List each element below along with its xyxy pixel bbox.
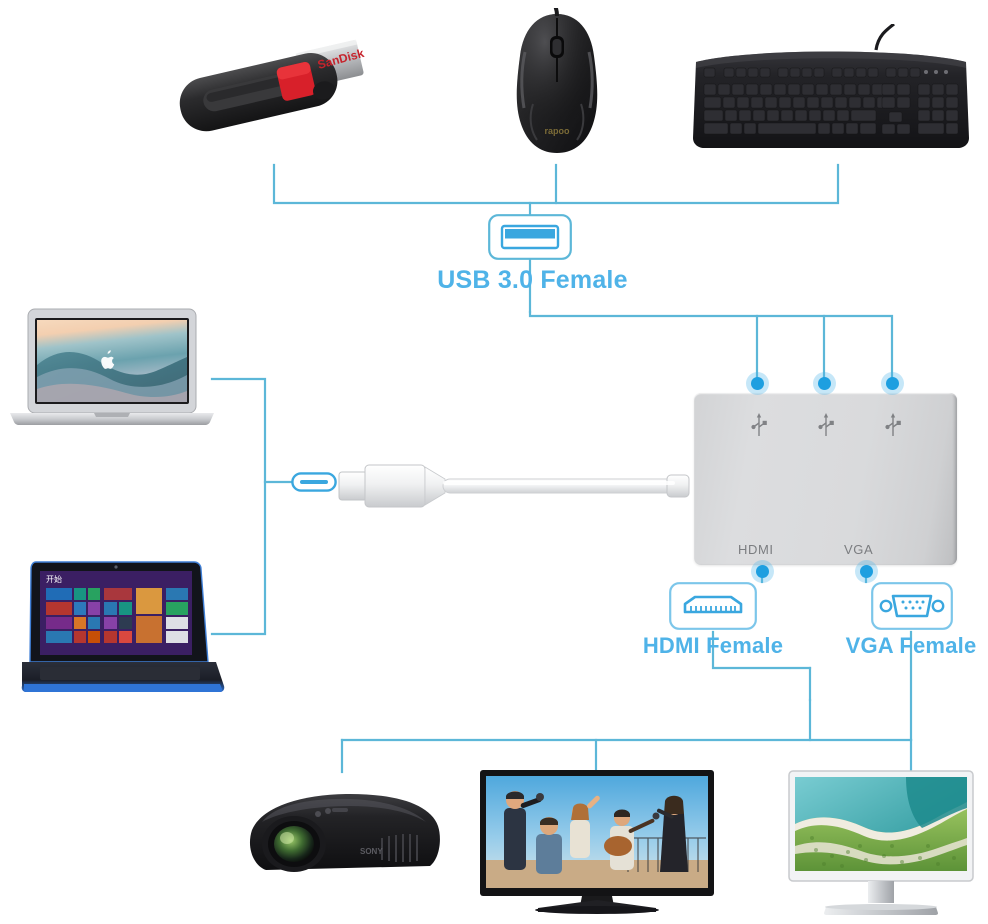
usb-port-dot-1: [751, 377, 764, 390]
usb-c-multiport-hub: HDMI VGA: [694, 393, 957, 565]
computer-keyboard-image: [690, 24, 972, 154]
hdmi-port-label: HDMI Female: [642, 633, 784, 658]
svg-text:SONY: SONY: [360, 847, 383, 856]
usb-trident-icon: [885, 413, 901, 436]
computer-mouse-image: rapoo: [495, 8, 620, 158]
monitor-image: [786, 768, 976, 916]
usb-port-dot-3: [886, 377, 899, 390]
usb-port-label: USB 3.0 Female: [437, 266, 628, 294]
hdmi-female-port-icon: [669, 582, 757, 630]
usb-a-female-port-icon: [488, 214, 572, 260]
television-image: [478, 768, 716, 916]
usb-c-connector-icon: [291, 472, 337, 492]
hdmi-port-dot: [756, 565, 769, 578]
vga-port-label: VGA Female: [845, 633, 977, 658]
macbook-laptop-image: [6, 305, 218, 429]
usb-c-cable: [337, 455, 699, 525]
svg-text:开始: 开始: [46, 574, 62, 584]
usb-trident-icon: [751, 413, 767, 436]
svg-text:rapoo: rapoo: [544, 126, 570, 136]
usb-flash-drive-image: SanDisk: [172, 18, 387, 158]
windows-laptop-image: 开始: [18, 558, 228, 698]
vga-port-dot: [860, 565, 873, 578]
vga-female-port-icon: [871, 582, 953, 630]
usb-port-dot-2: [818, 377, 831, 390]
usb-trident-icon: [818, 413, 834, 436]
projector-image: SONY: [232, 778, 450, 890]
hub-vga-marking: VGA: [844, 542, 874, 557]
hub-hdmi-marking: HDMI: [738, 542, 774, 557]
